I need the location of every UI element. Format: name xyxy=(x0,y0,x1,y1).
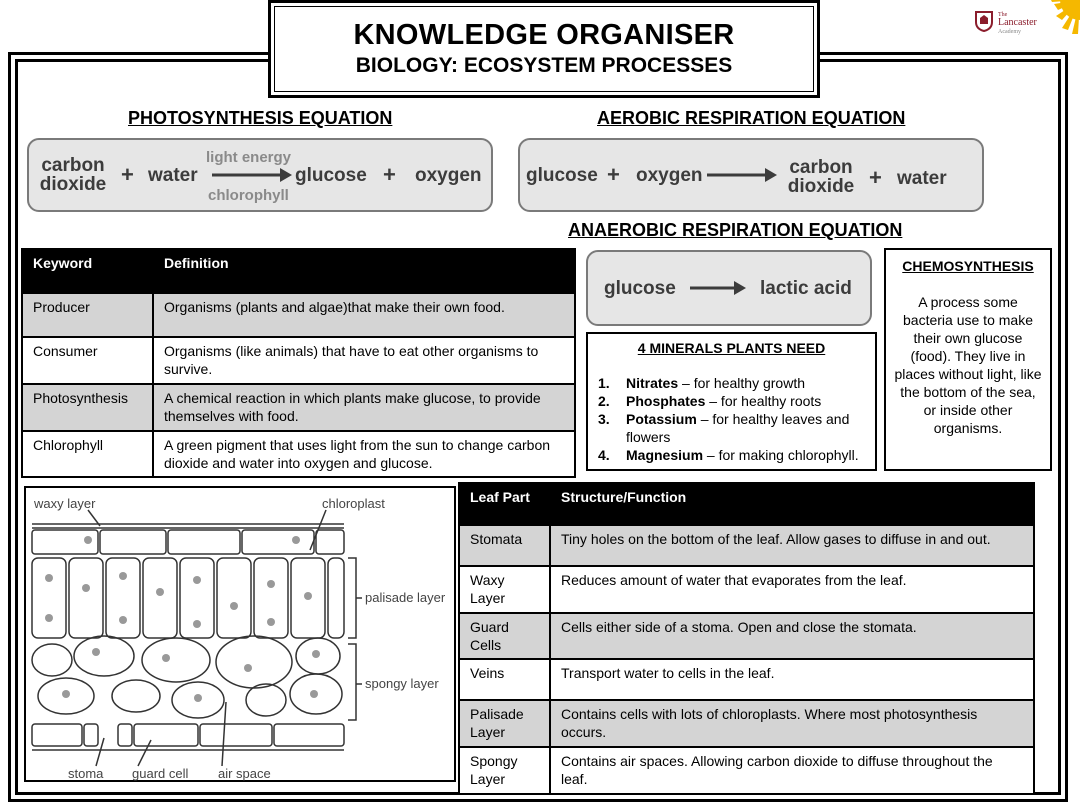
function-cell: Contains cells with lots of chloroplasts… xyxy=(549,699,1035,748)
academy-logo: The Lancaster Academy xyxy=(970,0,1080,48)
function-column-header: Structure/Function xyxy=(549,482,1035,526)
keyword-cell: Producer xyxy=(21,292,154,338)
anaerobic-heading: ANAEROBIC RESPIRATION EQUATION xyxy=(568,220,903,240)
minerals-box: 4 MINERALS PLANTS NEED 1.Nitrates – for … xyxy=(586,332,877,471)
page-subtitle: BIOLOGY: ECOSYSTEM PROCESSES xyxy=(355,54,733,77)
table-row: Chlorophyll A green pigment that uses li… xyxy=(21,430,576,478)
photo-plus-2: + xyxy=(383,162,396,187)
leaf-cells-drawing xyxy=(31,509,362,767)
label-guard-cell: guard cell xyxy=(132,766,189,781)
function-cell: Reduces amount of water that evaporates … xyxy=(549,565,1035,614)
aerobic-heading: AEROBIC RESPIRATION EQUATION xyxy=(597,108,906,128)
photo-arrow-icon xyxy=(212,168,292,182)
table-row: Palisade Layer Contains cells with lots … xyxy=(458,699,1035,748)
label-air-space: air space xyxy=(218,766,271,781)
leaf-part-table: Leaf Part Structure/Function Stomata Tin… xyxy=(458,482,1035,795)
photo-below-arrow: chlorophyll xyxy=(208,187,289,204)
leaf-part-cell: Waxy Layer xyxy=(458,565,551,614)
definition-column-header: Definition xyxy=(152,248,576,294)
anaerobic-arrow-icon xyxy=(690,281,746,295)
label-stoma: stoma xyxy=(68,766,104,781)
label-waxy-layer: waxy layer xyxy=(34,496,96,511)
label-chloroplast: chloroplast xyxy=(322,496,385,511)
definition-cell: Organisms (plants and algae)that make th… xyxy=(152,292,576,338)
photo-above-arrow: light energy xyxy=(206,149,292,166)
function-cell: Transport water to cells in the leaf. xyxy=(549,658,1035,701)
table-row: Waxy Layer Reduces amount of water that … xyxy=(458,565,1035,614)
leaf-header-row: Leaf Part Structure/Function xyxy=(458,482,1035,526)
aerobic-plus-2: + xyxy=(869,165,882,190)
leaf-part-cell: Veins xyxy=(458,658,551,701)
leaf-part-cell: Stomata xyxy=(458,524,551,567)
keyword-cell: Photosynthesis xyxy=(21,383,154,432)
keyword-cell: Chlorophyll xyxy=(21,430,154,478)
table-row: Spongy Layer Contains air spaces. Allowi… xyxy=(458,746,1035,795)
function-cell: Contains air spaces. Allowing carbon dio… xyxy=(549,746,1035,795)
photo-product-2: oxygen xyxy=(415,165,482,186)
table-row: Photosynthesis A chemical reaction in wh… xyxy=(21,383,576,432)
list-item: 3.Potassium – for healthy leaves and flo… xyxy=(598,411,850,445)
leaf-part-cell: Spongy Layer xyxy=(458,746,551,795)
table-row: Guard Cells Cells either side of a stoma… xyxy=(458,612,1035,660)
photo-reactant-2: water xyxy=(148,165,198,186)
leaf-part-column-header: Leaf Part xyxy=(458,482,551,526)
table-row: Consumer Organisms (like animals) that h… xyxy=(21,336,576,385)
aerobic-plus-1: + xyxy=(607,162,620,187)
photo-plus-1: + xyxy=(121,162,134,187)
aerobic-reactant-1: glucose xyxy=(526,165,598,186)
table-row: Producer Organisms (plants and algae)tha… xyxy=(21,292,576,338)
keyword-table: Keyword Definition Producer Organisms (p… xyxy=(21,248,576,478)
leaf-cross-section-diagram: waxy layer chloroplast palisade layer sp… xyxy=(24,486,456,782)
leaf-part-cell: Guard Cells xyxy=(458,612,551,660)
sun-icon xyxy=(1051,0,1080,34)
aerobic-reactant-2: oxygen xyxy=(636,165,703,186)
anaerobic-reactant: glucose xyxy=(604,278,676,299)
leaf-part-cell: Palisade Layer xyxy=(458,699,551,748)
crest-icon xyxy=(975,11,993,32)
title-box: KNOWLEDGE ORGANISER BIOLOGY: ECOSYSTEM P… xyxy=(268,0,820,98)
chemosynthesis-text: A process some bacteria use to make thei… xyxy=(894,294,1042,436)
chemosynthesis-box: CHEMOSYNTHESIS A process some bacteria u… xyxy=(884,248,1052,471)
keyword-header-row: Keyword Definition xyxy=(21,248,576,294)
list-item: 1.Nitrates – for healthy growth xyxy=(598,375,805,391)
list-item: 2.Phosphates – for healthy roots xyxy=(598,393,822,409)
definition-cell: Organisms (like animals) that have to ea… xyxy=(152,336,576,385)
aerobic-product-2: water xyxy=(897,168,947,189)
table-row: Veins Transport water to cells in the le… xyxy=(458,658,1035,701)
chemosynthesis-heading: CHEMOSYNTHESIS xyxy=(902,258,1034,274)
photo-product-1: glucose xyxy=(295,165,367,186)
table-row: Stomata Tiny holes on the bottom of the … xyxy=(458,524,1035,567)
definition-cell: A green pigment that uses light from the… xyxy=(152,430,576,478)
photosynthesis-heading: PHOTOSYNTHESIS EQUATION xyxy=(128,108,393,128)
function-cell: Tiny holes on the bottom of the leaf. Al… xyxy=(549,524,1035,567)
aerobic-arrow-icon xyxy=(707,168,777,182)
label-palisade-layer: palisade layer xyxy=(365,590,446,605)
minerals-heading: 4 MINERALS PLANTS NEED xyxy=(637,340,826,356)
anaerobic-product: lactic acid xyxy=(760,278,852,299)
label-spongy-layer: spongy layer xyxy=(365,676,439,691)
minerals-list: 1.Nitrates – for healthy growth 2.Phosph… xyxy=(588,374,875,464)
anaerobic-equation-box xyxy=(586,250,872,326)
keyword-column-header: Keyword xyxy=(21,248,154,294)
logo-the: The xyxy=(998,12,1008,18)
definition-cell: A chemical reaction in which plants make… xyxy=(152,383,576,432)
page-title: KNOWLEDGE ORGANISER xyxy=(353,19,735,51)
logo-name: Lancaster xyxy=(998,17,1037,28)
logo-sub: Academy xyxy=(998,29,1021,35)
keyword-cell: Consumer xyxy=(21,336,154,385)
function-cell: Cells either side of a stoma. Open and c… xyxy=(549,612,1035,660)
list-item: 4.Magnesium – for making chlorophyll. xyxy=(598,447,859,463)
